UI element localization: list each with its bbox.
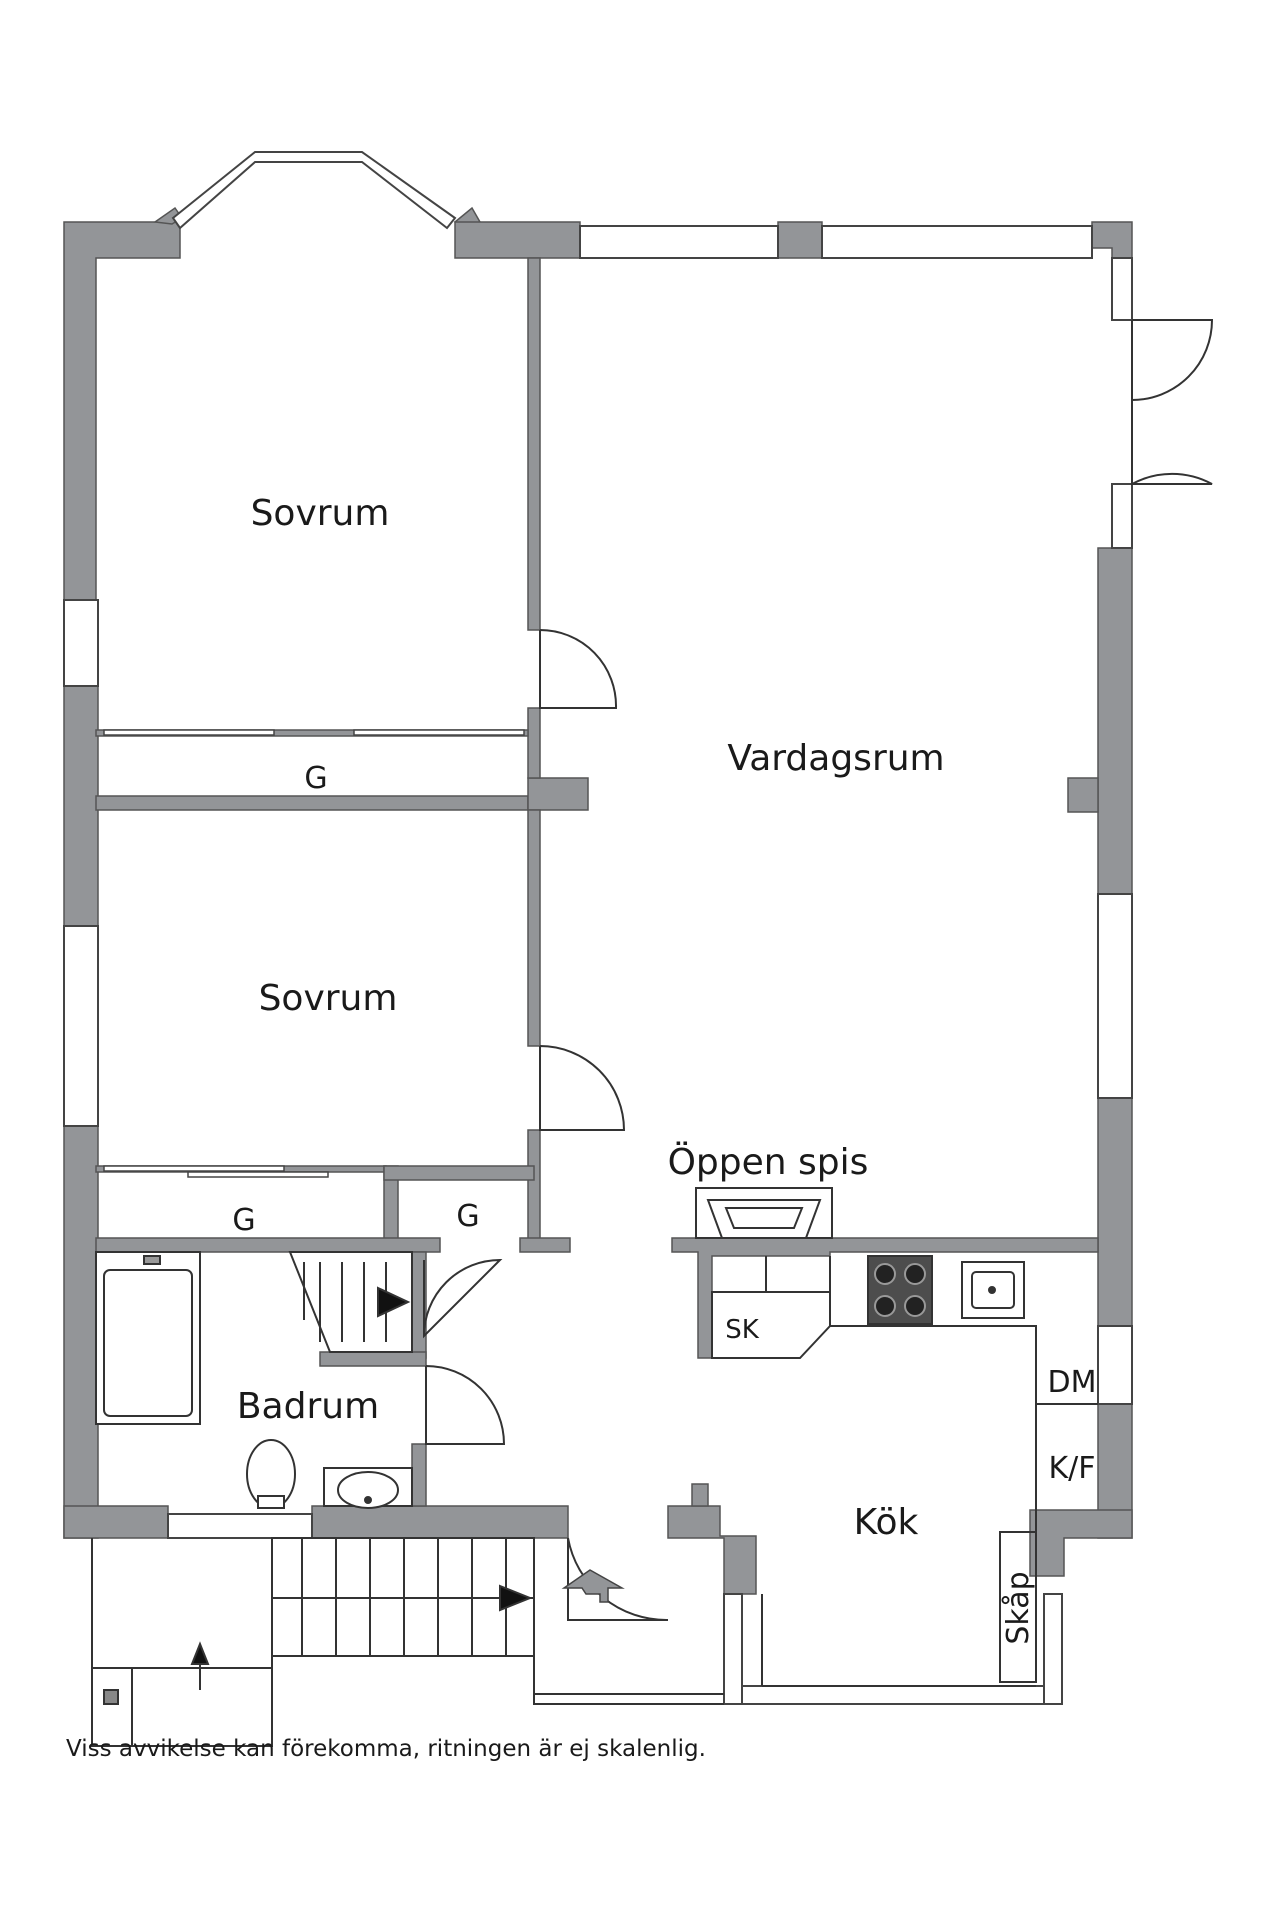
wall-top-pillar: [777, 221, 823, 259]
wall-bedroom-divider: [95, 795, 529, 811]
wall-vertical-lower: [527, 809, 541, 1047]
window-kitchen-right: [1043, 1593, 1063, 1705]
wall-hall-closet-top: [383, 1165, 535, 1181]
label-oppen-spis: Öppen spis: [668, 1141, 869, 1183]
counter-sk: [712, 1256, 767, 1293]
drain-icon: [364, 1496, 372, 1504]
door-bath: [425, 1365, 506, 1445]
entrance-path: [533, 1656, 724, 1705]
window-kitchen-left: [723, 1593, 743, 1705]
closet-label-g-top: G: [304, 761, 327, 796]
room-label-badrum: Badrum: [237, 1386, 379, 1427]
label-kf: K/F: [1048, 1451, 1095, 1486]
door-sovrum-bottom: [539, 1045, 626, 1131]
window-right-door-upper: [1111, 257, 1133, 321]
wall-right-pier: [1067, 777, 1099, 813]
burner-icon: [904, 1295, 926, 1317]
wall-top-left: [63, 217, 181, 601]
entrance-arrow-icon: [561, 1569, 625, 1603]
door-entrance: [567, 1537, 669, 1622]
closet-label-g-bottom: G: [232, 1203, 255, 1238]
window-top-2: [821, 225, 1093, 259]
toilet-tank-icon: [257, 1495, 285, 1509]
label-dm: DM: [1048, 1365, 1097, 1400]
wall-top-mid: [454, 221, 581, 259]
slide-door-4: [187, 1171, 329, 1178]
wall-stub: [691, 1483, 709, 1507]
windows: [63, 151, 1133, 1705]
window-bottom-bath: [167, 1513, 313, 1539]
room-label-sovrum-top: Sovrum: [251, 493, 390, 534]
wall-bottom-mid: [311, 1505, 569, 1539]
door-sovrum-top: [539, 629, 618, 709]
window-right-1: [1097, 893, 1133, 1099]
wall-divider-stub: [527, 777, 589, 811]
terrace-post: [103, 1689, 119, 1705]
kitchen-drain-icon: [988, 1286, 996, 1294]
sk-cabinet: [711, 1291, 831, 1359]
window-left-1: [63, 599, 99, 687]
bathtub-faucet-icon: [143, 1255, 161, 1265]
door-patio-upper: [1131, 319, 1214, 402]
label-sk: SK: [725, 1315, 760, 1345]
bay-window: [171, 151, 457, 230]
kitchen-counter: [829, 1256, 1037, 1532]
wall-bottom-kitchen: [667, 1505, 757, 1595]
door-stair: [423, 1258, 503, 1339]
terrace-arrow-icon: [190, 1641, 210, 1665]
bath-sink-icon: [337, 1471, 399, 1509]
wardrobe-doors: [103, 729, 525, 1178]
label-skap: Skåp: [1001, 1571, 1036, 1644]
stairs-outer: [91, 1537, 724, 1747]
wall-bath-right: [411, 1443, 427, 1507]
slide-door-2: [353, 729, 525, 736]
wall-bath-top: [95, 1237, 441, 1253]
entrance-path-inner: [533, 1656, 724, 1695]
wall-stair-bottom: [319, 1351, 427, 1367]
wall-right-corner: [1029, 1509, 1133, 1577]
wall-vertical-upper: [527, 257, 541, 631]
slide-door-1: [103, 729, 275, 736]
wall-vertical-upper2: [527, 707, 541, 779]
doors: [423, 319, 1214, 1622]
closet-label-g-hall: G: [456, 1199, 479, 1234]
window-right-2: [1097, 1325, 1133, 1405]
wall-left-lower: [63, 1125, 99, 1539]
wall-vertical-lower2: [527, 1129, 541, 1241]
room-label-kok: Kök: [854, 1502, 919, 1543]
fireplace: [695, 1187, 833, 1239]
bathtub-icon: [103, 1269, 193, 1417]
kitchen-fixtures: [711, 1255, 1098, 1687]
outer-stair-arrow-icon: [499, 1584, 533, 1612]
stair-interior: [288, 1251, 413, 1353]
wall-jamb: [519, 1237, 571, 1253]
skap-cabinet: [999, 1531, 1037, 1683]
wall-left-middle: [63, 685, 99, 927]
stair-arrow-icon: [377, 1286, 411, 1318]
fireplace-inner: [724, 1207, 804, 1229]
window-left-2: [63, 925, 99, 1127]
slide-door-3: [103, 1165, 285, 1172]
wall-top-right: [1091, 221, 1133, 259]
burner-icon: [904, 1263, 926, 1285]
burner-icon: [874, 1295, 896, 1317]
window-kitchen-bottom: [741, 1685, 1045, 1705]
disclaimer-note: Viss avvikelse kan förekomma, ritningen …: [66, 1736, 706, 1762]
room-label-sovrum-bottom: Sovrum: [259, 978, 398, 1019]
burner-icon: [874, 1263, 896, 1285]
window-top-1: [579, 225, 779, 259]
stairs-upper: [288, 1251, 413, 1353]
bathroom-fixtures: [95, 1251, 413, 1509]
room-label-vardagsrum: Vardagsrum: [727, 738, 944, 779]
wall-bottom-left: [63, 1505, 169, 1539]
walls: [63, 206, 1133, 1595]
wall-right-upper: [1097, 547, 1133, 895]
wall-closet-top: [95, 729, 529, 737]
wall-right-middle: [1097, 1097, 1133, 1327]
wall-kitchen-top: [671, 1237, 1099, 1359]
terrace-left: [91, 1538, 273, 1747]
door-patio-lower: [1131, 400, 1213, 486]
window-right-door-lower: [1111, 483, 1133, 549]
